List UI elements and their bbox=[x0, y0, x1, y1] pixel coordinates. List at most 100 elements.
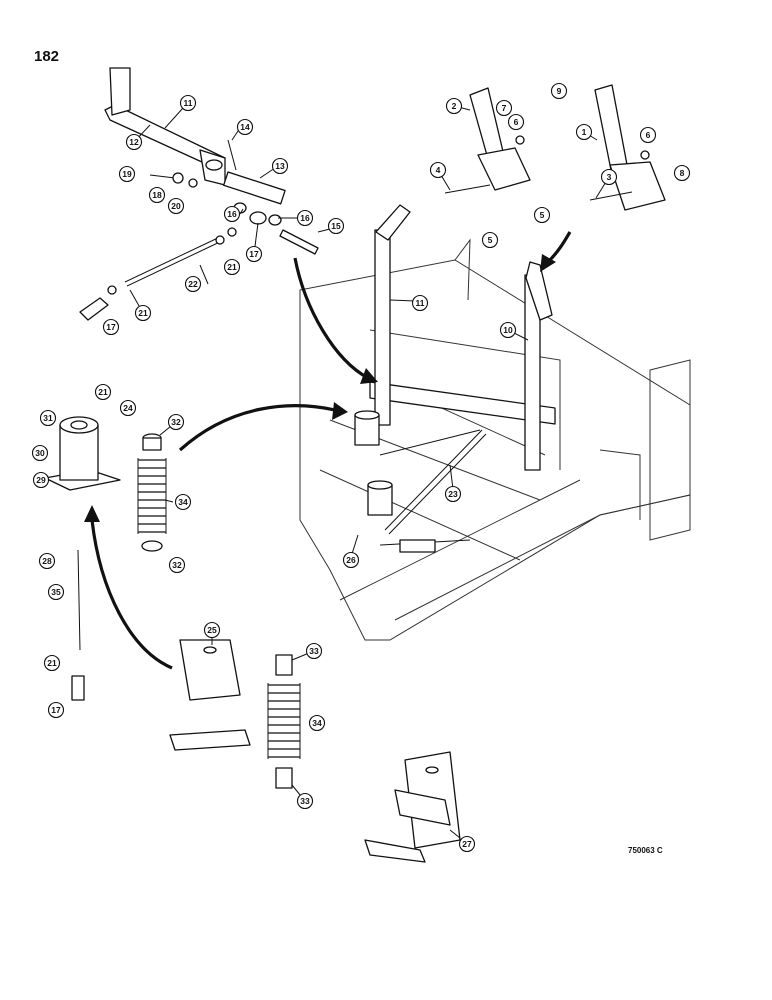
installed-lever-11 bbox=[374, 204, 411, 426]
svg-text:34: 34 bbox=[178, 497, 188, 507]
callout-34-b: 34 bbox=[308, 714, 326, 732]
svg-text:9: 9 bbox=[557, 86, 562, 96]
callout-10: 10 bbox=[499, 321, 517, 339]
svg-text:18: 18 bbox=[152, 190, 162, 200]
installed-spring-mount-lower bbox=[367, 480, 393, 516]
svg-text:23: 23 bbox=[448, 489, 458, 499]
svg-text:19: 19 bbox=[122, 169, 132, 179]
callout-16-b: 16 bbox=[296, 209, 314, 227]
svg-text:13: 13 bbox=[275, 161, 285, 171]
svg-text:32: 32 bbox=[171, 417, 181, 427]
svg-text:17: 17 bbox=[249, 249, 259, 259]
callout-30: 30 bbox=[31, 444, 49, 462]
installed-lever-10 bbox=[524, 261, 553, 471]
svg-text:27: 27 bbox=[462, 839, 472, 849]
callout-2: 2 bbox=[445, 97, 463, 115]
svg-text:30: 30 bbox=[35, 448, 45, 458]
bolt-35 bbox=[77, 549, 81, 651]
callout-21-b: 21 bbox=[134, 304, 152, 322]
svg-text:16: 16 bbox=[227, 209, 237, 219]
callout-11-b: 11 bbox=[411, 294, 429, 312]
svg-text:21: 21 bbox=[98, 387, 108, 397]
callout-35: 35 bbox=[47, 583, 65, 601]
rod-end-17-lower bbox=[71, 675, 85, 701]
installed-spring-mount-upper bbox=[354, 410, 380, 446]
svg-text:22: 22 bbox=[188, 279, 198, 289]
callout-9: 9 bbox=[550, 82, 568, 100]
svg-text:32: 32 bbox=[172, 560, 182, 570]
rod-end-17-left bbox=[79, 297, 109, 321]
callout-4: 4 bbox=[429, 161, 447, 179]
callout-14: 14 bbox=[236, 118, 254, 136]
svg-text:5: 5 bbox=[540, 210, 545, 220]
callout-8: 8 bbox=[673, 164, 691, 182]
svg-text:29: 29 bbox=[36, 475, 46, 485]
callout-27: 27 bbox=[458, 835, 476, 853]
callout-34: 34 bbox=[174, 493, 192, 511]
callout-12: 12 bbox=[125, 133, 143, 151]
callout-17-c: 17 bbox=[47, 701, 65, 719]
svg-text:2: 2 bbox=[452, 101, 457, 111]
svg-text:16: 16 bbox=[300, 213, 310, 223]
spring-34-lower bbox=[267, 654, 301, 789]
callout-16: 16 bbox=[223, 205, 241, 223]
callout-21: 21 bbox=[223, 258, 241, 276]
svg-text:28: 28 bbox=[42, 556, 52, 566]
callout-28: 28 bbox=[38, 552, 56, 570]
arrow-bracket-to-housing bbox=[84, 505, 173, 670]
callout-18: 18 bbox=[148, 186, 166, 204]
lever-11 bbox=[104, 67, 226, 186]
bracket-27 bbox=[364, 751, 461, 863]
svg-text:11: 11 bbox=[416, 298, 425, 308]
svg-text:35: 35 bbox=[51, 587, 61, 597]
handle-2 bbox=[444, 87, 531, 194]
bolt-15 bbox=[279, 229, 319, 255]
washers-6 bbox=[515, 135, 650, 160]
callout-6-b: 6 bbox=[639, 126, 657, 144]
svg-text:24: 24 bbox=[123, 403, 133, 413]
arrow-lever-11-to-frame bbox=[293, 257, 378, 384]
callout-32-b: 32 bbox=[168, 556, 186, 574]
svg-text:34: 34 bbox=[312, 718, 322, 728]
callout-5: 5 bbox=[533, 206, 551, 224]
arrow-spring-to-frame bbox=[178, 402, 348, 452]
svg-text:12: 12 bbox=[129, 137, 139, 147]
svg-text:21: 21 bbox=[47, 658, 57, 668]
callout-29: 29 bbox=[32, 471, 50, 489]
callout-33-b: 33 bbox=[296, 792, 314, 810]
callout-31: 31 bbox=[39, 409, 57, 427]
callout-21-d: 21 bbox=[43, 654, 61, 672]
svg-text:17: 17 bbox=[106, 322, 116, 332]
svg-text:6: 6 bbox=[646, 130, 651, 140]
svg-text:21: 21 bbox=[138, 308, 148, 318]
callout-32: 32 bbox=[167, 413, 185, 431]
spring-housing-24 bbox=[44, 416, 121, 491]
svg-text:33: 33 bbox=[309, 646, 319, 656]
spring-34-upper bbox=[137, 433, 167, 552]
callout-1: 1 bbox=[575, 123, 593, 141]
svg-text:10: 10 bbox=[503, 325, 513, 335]
svg-text:21: 21 bbox=[227, 262, 237, 272]
callout-11: 11 bbox=[179, 94, 197, 112]
installed-rod-23 bbox=[384, 429, 483, 531]
svg-text:33: 33 bbox=[300, 796, 310, 806]
svg-text:25: 25 bbox=[207, 625, 217, 635]
callout-3: 3 bbox=[600, 168, 618, 186]
svg-text:3: 3 bbox=[607, 172, 612, 182]
callout-21-c: 21 bbox=[94, 383, 112, 401]
svg-text:6: 6 bbox=[514, 117, 519, 127]
handle-1 bbox=[589, 84, 666, 211]
callout-17: 17 bbox=[245, 245, 263, 263]
drawing-code: 750063 C bbox=[628, 846, 663, 855]
callout-6: 6 bbox=[507, 113, 525, 131]
svg-text:14: 14 bbox=[240, 122, 250, 132]
svg-text:4: 4 bbox=[436, 165, 441, 175]
svg-text:26: 26 bbox=[346, 555, 356, 565]
callout-26: 26 bbox=[342, 551, 360, 569]
cotter-14 bbox=[227, 139, 237, 171]
hardware-16-17 bbox=[233, 202, 282, 226]
hardware-18-19-20 bbox=[149, 172, 198, 188]
svg-text:5: 5 bbox=[488, 235, 493, 245]
rod-22 bbox=[107, 227, 237, 295]
